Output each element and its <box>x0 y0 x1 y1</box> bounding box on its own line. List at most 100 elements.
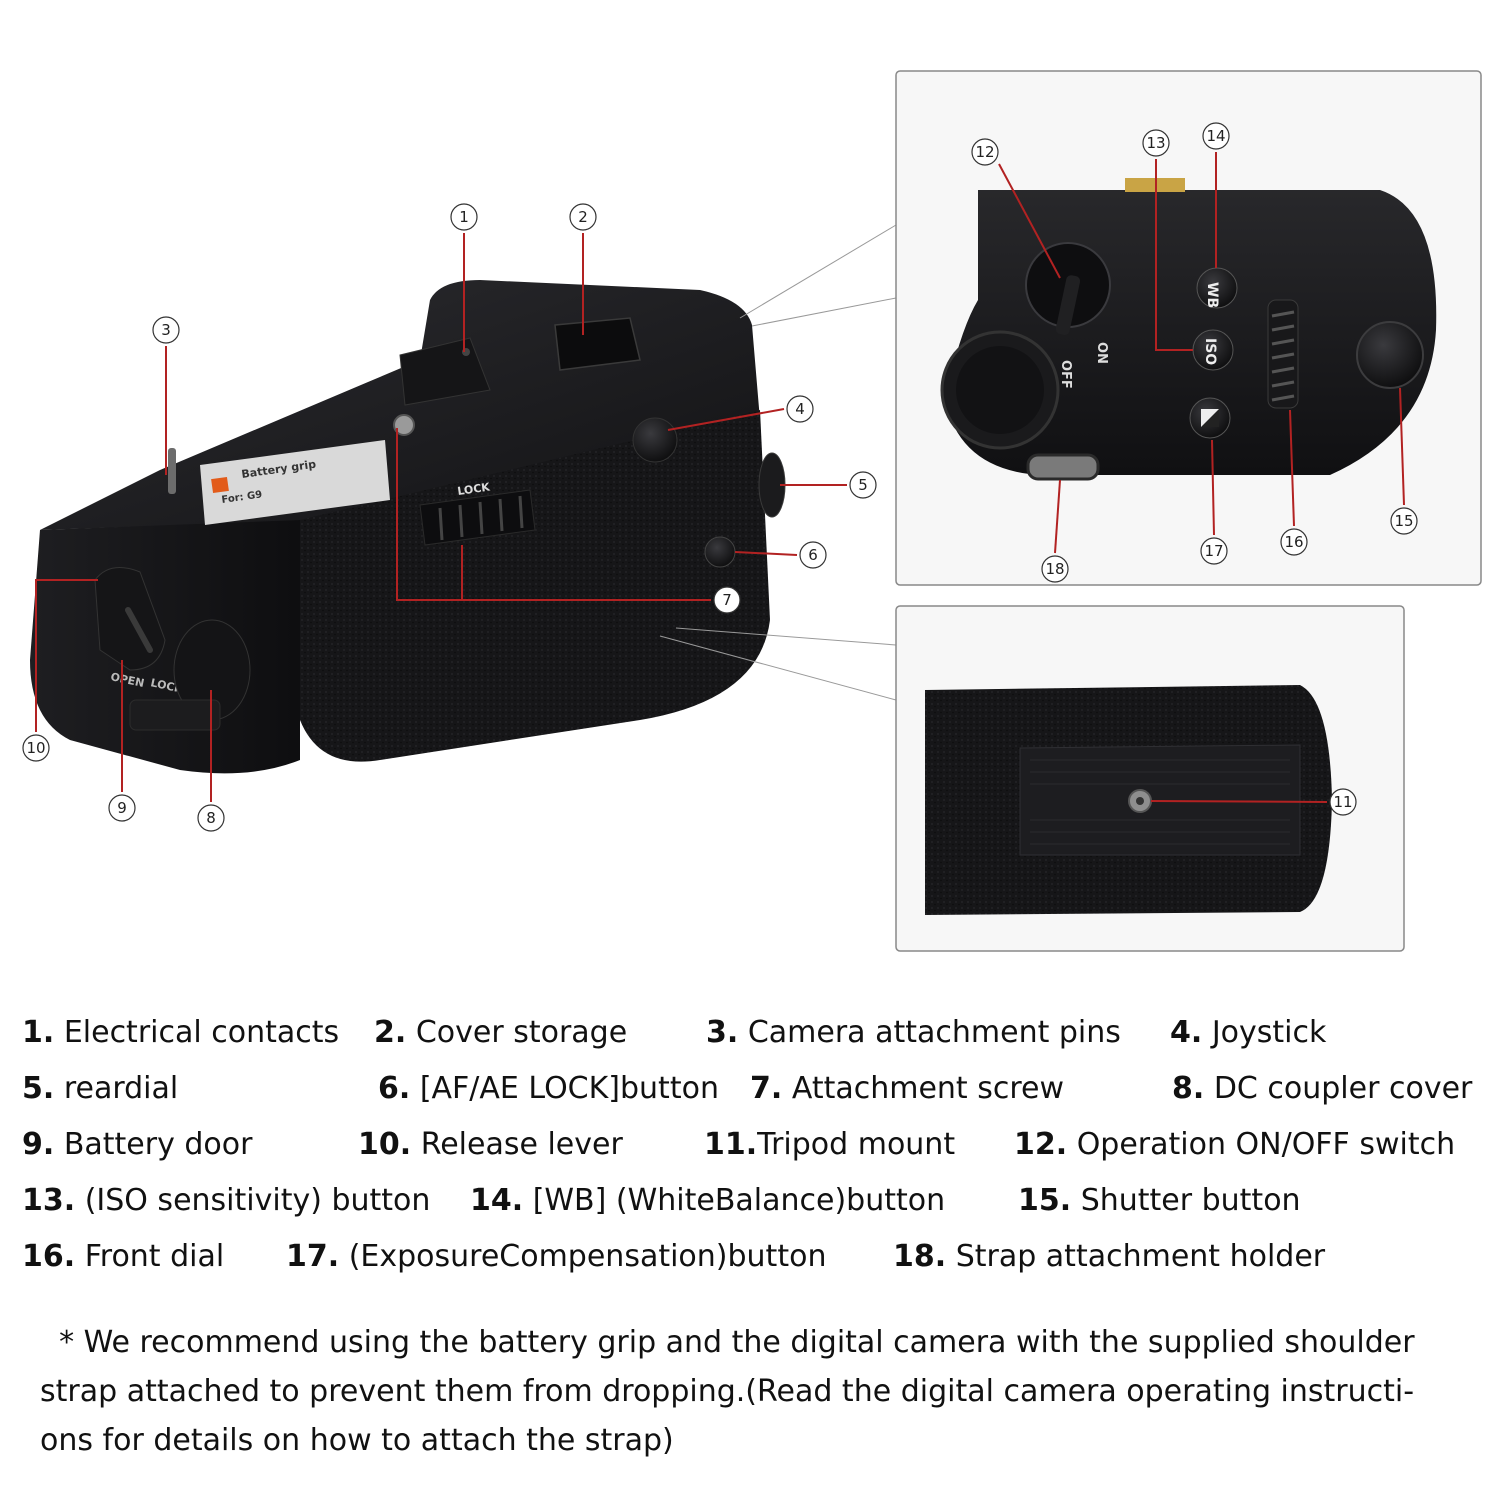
legend-item-label: Battery door <box>54 1127 253 1162</box>
callout-number: 11 <box>1333 793 1352 811</box>
legend-item-number: 9. <box>22 1127 55 1162</box>
legend-item-number: 1. <box>22 1015 55 1050</box>
legend-item-label: Cover storage <box>406 1015 628 1050</box>
legend-item-label: Attachment screw <box>782 1071 1065 1106</box>
callout-circle <box>22 734 50 762</box>
callout-number: 15 <box>1394 512 1413 530</box>
callout-circle <box>971 138 999 166</box>
iso-button-text: ISO <box>1202 338 1218 365</box>
callout-circle <box>450 203 478 231</box>
legend-item-number: 3. <box>706 1015 739 1050</box>
callout-number: 7 <box>722 591 732 609</box>
legend-item-label: Front dial <box>75 1239 225 1274</box>
legend-item-number: 10. <box>358 1127 412 1162</box>
legend-item: 14. [WB] (WhiteBalance)button <box>470 1183 945 1219</box>
legend-item-number: 15. <box>1018 1183 1072 1218</box>
legend-item-number: 13. <box>22 1183 76 1218</box>
callout-number: 9 <box>117 799 127 817</box>
legend-item: 15. Shutter button <box>1018 1183 1301 1219</box>
callout-number: 10 <box>26 739 45 757</box>
legend-item-label: Joystick <box>1202 1015 1327 1050</box>
callout-number: 4 <box>795 400 805 418</box>
leader-line-15 <box>1399 387 1405 506</box>
callout-number: 12 <box>975 143 994 161</box>
lock-dial: LOCK <box>419 480 536 546</box>
legend-item-number: 2. <box>374 1015 407 1050</box>
legend-item-number: 6. <box>378 1071 411 1106</box>
callout-16: 16 <box>1280 528 1308 556</box>
switch-off-text: OFF <box>1058 360 1073 389</box>
callout-18: 18 <box>1041 555 1069 583</box>
legend-item: 17. (ExposureCompensation)button <box>286 1239 826 1275</box>
main-grip-view: Battery grip For: G9 LOCK <box>30 280 786 774</box>
legend-item: 16. Front dial <box>22 1239 224 1275</box>
exposure-compensation-button <box>1189 397 1231 439</box>
legend-item-number: 17. <box>286 1239 340 1274</box>
legend-item-number: 11. <box>704 1127 758 1162</box>
legend-item-label: Strap attachment holder <box>946 1239 1326 1274</box>
callout-number: 6 <box>808 546 818 564</box>
callout-circle <box>849 471 877 499</box>
leader-lines <box>35 152 1405 803</box>
camera-attachment-pin <box>168 448 176 494</box>
leader-line-17 <box>1211 439 1215 536</box>
legend-item-number: 4. <box>1170 1015 1203 1050</box>
callout-circle <box>152 316 180 344</box>
callout-9: 9 <box>108 794 136 822</box>
legend-item-label: Electrical contacts <box>54 1015 340 1050</box>
legend-item: 13. (ISO sensitivity) button <box>22 1183 430 1219</box>
callout-number: 17 <box>1204 542 1223 560</box>
legend-item: 9. Battery door <box>22 1127 252 1163</box>
grip-end-face <box>30 520 300 774</box>
legend-item-number: 8. <box>1172 1071 1205 1106</box>
legend-item-number: 7. <box>750 1071 783 1106</box>
legend-item-number: 5. <box>22 1071 55 1106</box>
leader-line-13 <box>1155 159 1193 351</box>
on-off-switch: OFF ON <box>1025 242 1111 389</box>
battery-door: OPEN LOCK <box>94 567 184 696</box>
legend-item: 6. [AF/AE LOCK]button <box>378 1071 719 1107</box>
bottom-detail-panel <box>895 605 1405 952</box>
legend-item-label: Tripod mount <box>757 1127 956 1162</box>
callout-circle <box>1280 528 1308 556</box>
callout-11: 11 <box>1329 788 1357 816</box>
callout-15: 15 <box>1390 507 1418 535</box>
grip-label: Battery grip For: G9 <box>200 440 390 525</box>
callout-6: 6 <box>799 541 827 569</box>
legend-item-number: 14. <box>470 1183 524 1218</box>
callout-number: 2 <box>578 208 588 226</box>
leader-line-7 <box>396 428 711 601</box>
callout-8: 8 <box>197 804 225 832</box>
strap-attachment-holder <box>1026 453 1100 481</box>
legend-item: 11.Tripod mount <box>704 1127 955 1163</box>
callout-1: 1 <box>450 203 478 231</box>
callout-circle <box>1202 122 1230 150</box>
callout-circle <box>108 794 136 822</box>
callout-number: 13 <box>1146 134 1165 152</box>
legend-item: 4. Joystick <box>1170 1015 1326 1051</box>
legend-item: 1. Electrical contacts <box>22 1015 339 1051</box>
legend-item: 3. Camera attachment pins <box>706 1015 1121 1051</box>
attachment-screw <box>393 414 415 436</box>
grip-front-face <box>300 410 770 762</box>
callout-circle <box>197 804 225 832</box>
lock-dial-text: LOCK <box>457 480 492 497</box>
top-detail-panel: OFF ON WB ISO <box>895 70 1482 586</box>
callout-circle <box>1041 555 1069 583</box>
leader-line-18 <box>1054 479 1061 554</box>
callout-number: 3 <box>161 321 171 339</box>
leader-line-16 <box>1289 409 1295 527</box>
callout-circle <box>786 395 814 423</box>
callout-number: 8 <box>206 809 216 827</box>
callout-circle <box>1390 507 1418 535</box>
legend-item-label: Camera attachment pins <box>738 1015 1121 1050</box>
wb-button-text: WB <box>1204 282 1220 308</box>
callout-number: 5 <box>858 476 868 494</box>
zoom-guide-lines <box>659 224 897 701</box>
legend-item-number: 18. <box>893 1239 947 1274</box>
callout-17: 17 <box>1200 537 1228 565</box>
af-ae-lock-button <box>704 536 736 568</box>
leader-line-12 <box>998 163 1061 279</box>
iso-button: ISO <box>1192 329 1234 371</box>
